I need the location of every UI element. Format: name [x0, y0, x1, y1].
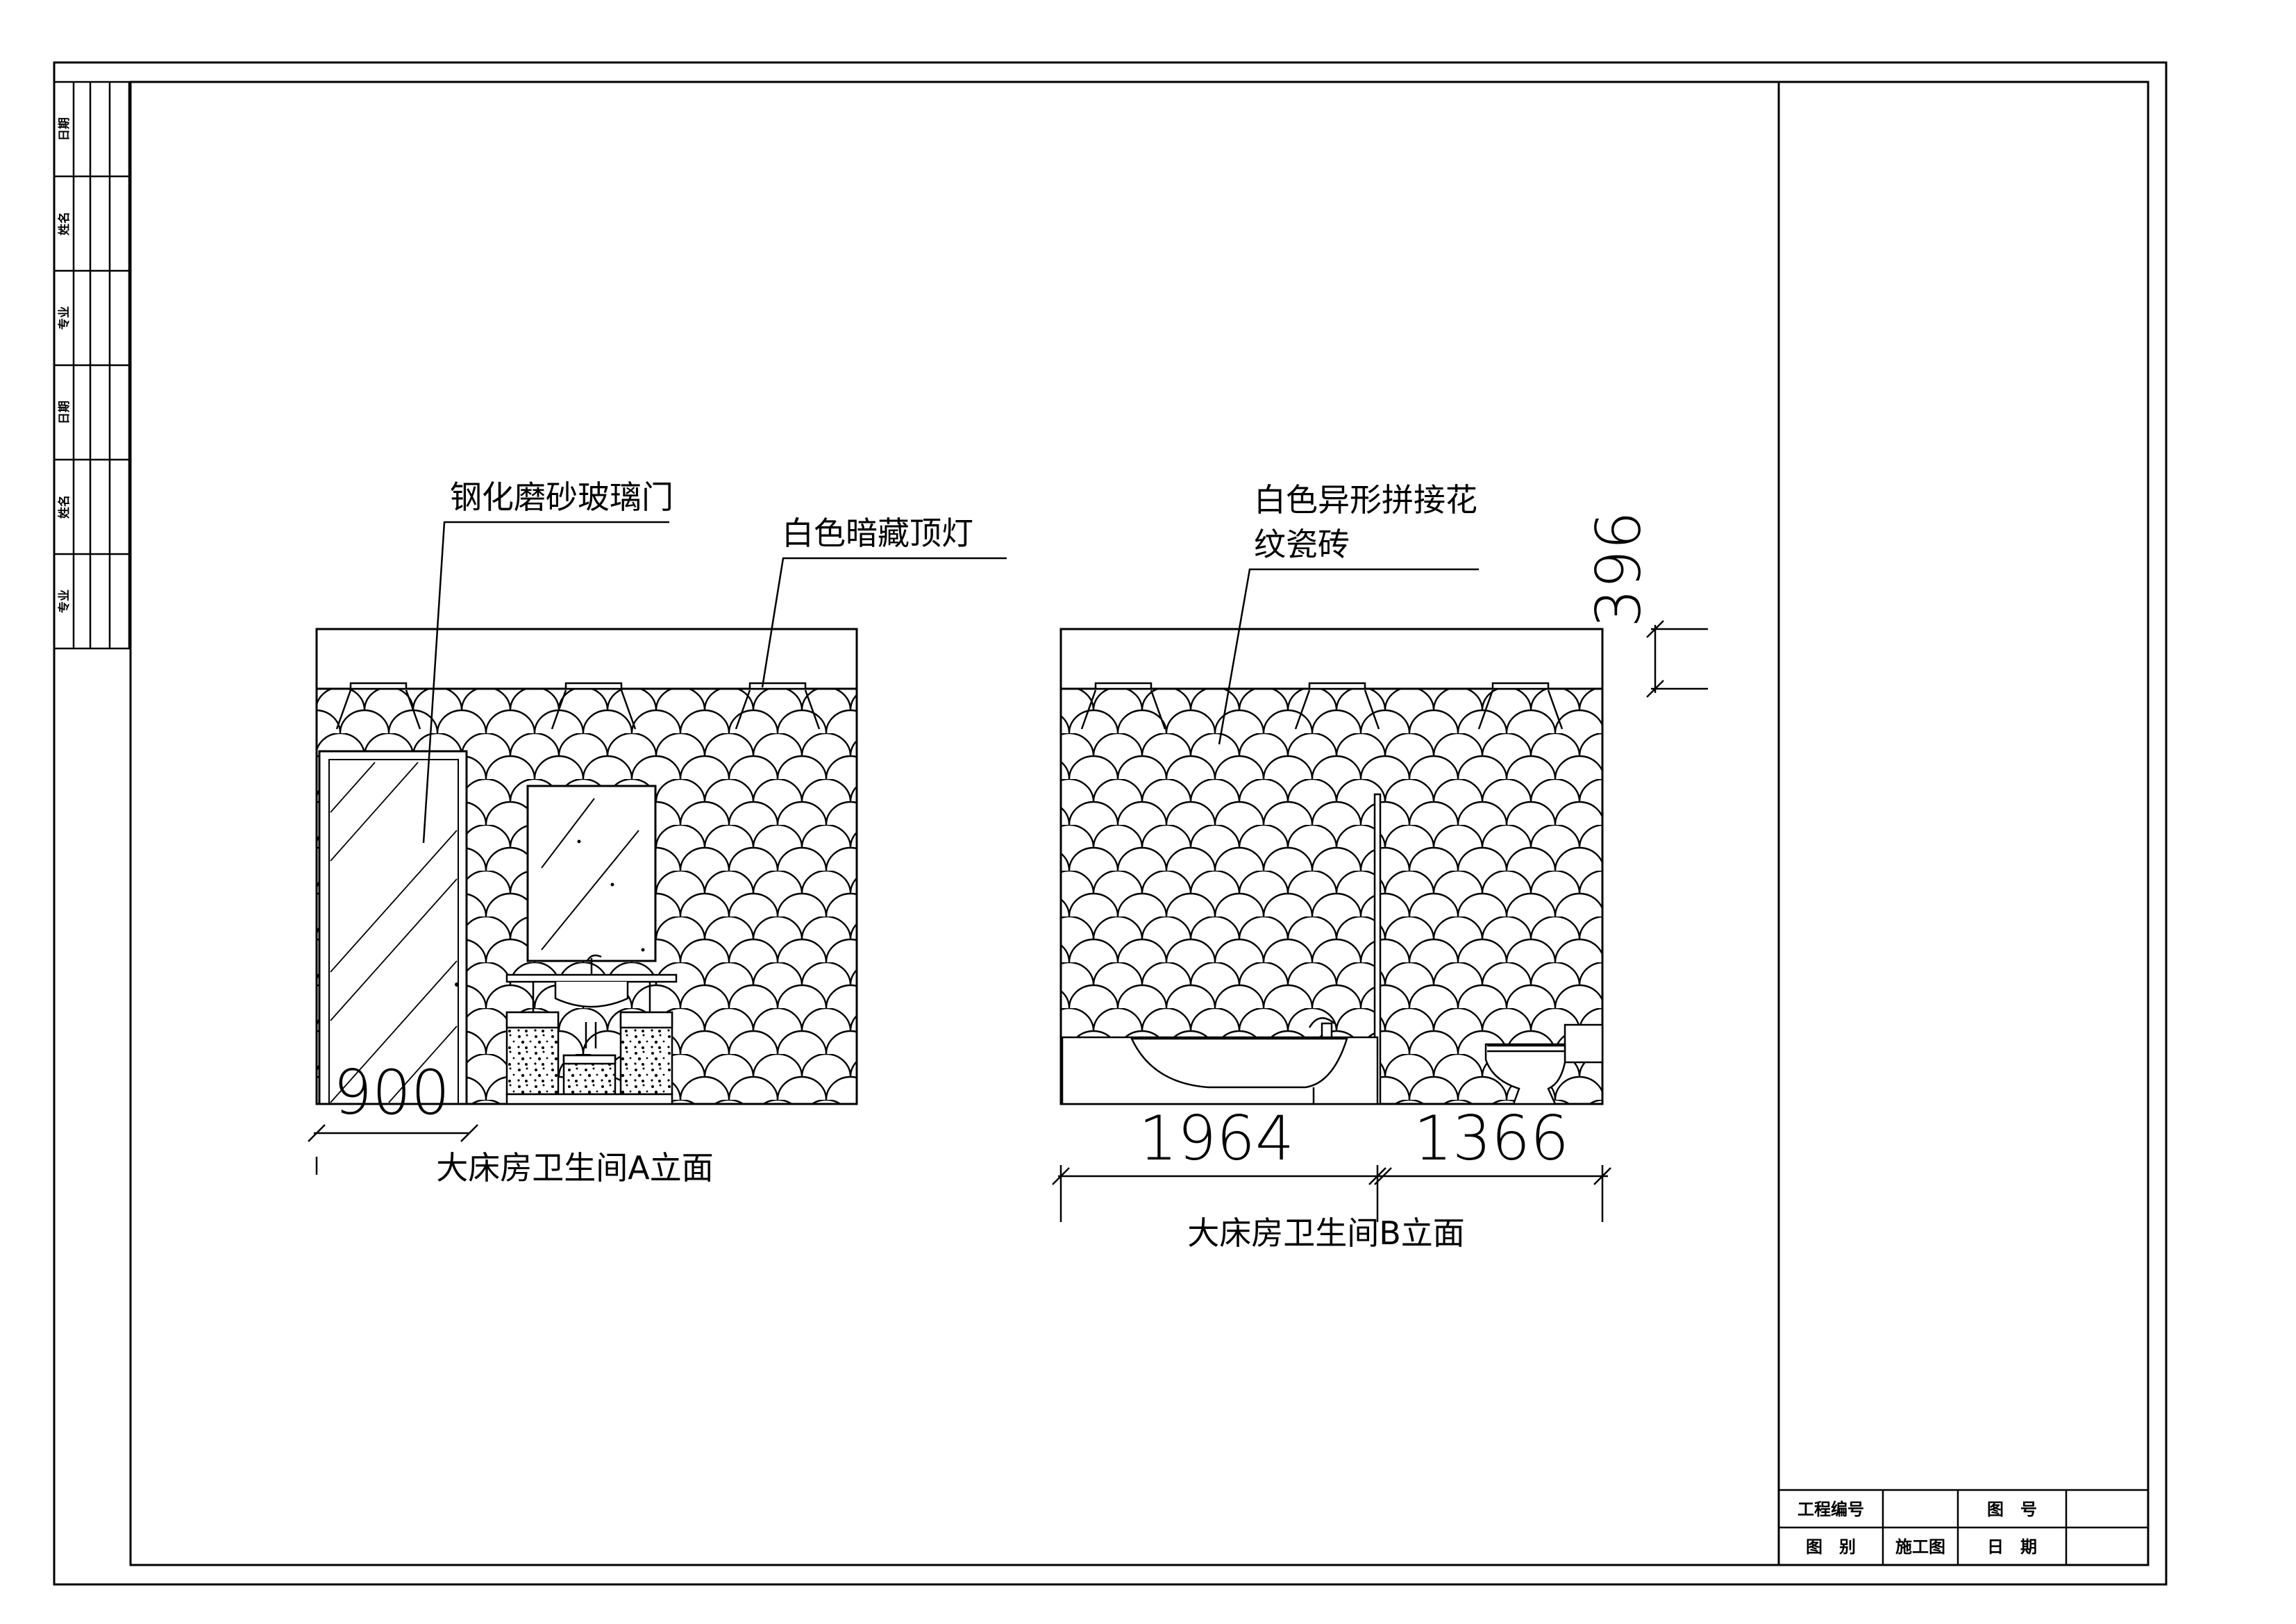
frosted-glass-door: [318, 750, 468, 1105]
side-label: 专业: [57, 589, 72, 613]
ceiling-light-a1: [335, 682, 421, 730]
leader-line-tile: [1218, 568, 1479, 745]
ceiling-light-a3: [735, 682, 821, 730]
title-block-date-label: 日 期: [1987, 1537, 2037, 1557]
side-label: 日期: [58, 117, 72, 141]
vanity-cabinet: [505, 954, 678, 1105]
dimension-900-text: 900: [333, 1057, 450, 1128]
side-label: 专业: [57, 306, 72, 330]
title-block-category-label: 图 别: [1806, 1537, 1856, 1557]
title-block-project-no-label: 工程编号: [1798, 1500, 1864, 1519]
label-tile-line2: 纹瓷砖: [1254, 526, 1350, 563]
dimension-396: [1646, 620, 1708, 698]
caption-elevation-a: 大床房卫生间A立面: [436, 1149, 713, 1187]
elevation-a: 钢化磨砂玻璃门 白色暗藏顶灯 900 大床房卫生间A立面: [308, 478, 1007, 1187]
label-tile-line1: 白色异形拼接花: [1254, 481, 1477, 519]
mirror: [526, 785, 657, 962]
dimension-396-text: 396: [1583, 511, 1654, 628]
side-strip-labels: 日期 姓名 专业 日期 姓名 专业: [57, 117, 72, 613]
ceiling-light-a2: [551, 682, 637, 730]
dimension-1964-text: 1964: [1139, 1103, 1294, 1174]
ceiling-soffit-b: [1059, 628, 1604, 690]
dimension-900: [308, 1124, 478, 1175]
elevation-b: 白色异形拼接花 纹瓷砖 396 1964 1366 大床房卫生间B立面: [1052, 481, 1708, 1252]
side-label: 姓名: [57, 212, 72, 235]
side-label: 姓名: [57, 495, 72, 519]
leader-lines-a: [422, 521, 1007, 844]
side-strip: [53, 81, 131, 650]
sheet-frame: [53, 61, 2168, 1586]
dimension-chain-b: [1052, 1165, 1611, 1222]
dimension-1366-text: 1366: [1414, 1103, 1569, 1174]
label-ceiling-light: 白色暗藏顶灯: [782, 514, 973, 552]
toilet: [1484, 1023, 1604, 1105]
ceiling-light-b1: [1080, 682, 1166, 730]
label-glass-door: 钢化磨砂玻璃门: [450, 478, 673, 516]
bathtub: [1061, 1017, 1379, 1105]
title-block-drawing-no-label: 图 号: [1987, 1500, 2037, 1519]
caption-elevation-b: 大床房卫生间B立面: [1187, 1214, 1465, 1252]
side-label: 日期: [58, 401, 72, 424]
ceiling-soffit-a: [315, 628, 858, 690]
title-block-category-value: 施工图: [1895, 1537, 1945, 1557]
ceiling-light-b2: [1294, 682, 1380, 730]
ceiling-light-b3: [1477, 682, 1564, 730]
title-block: [1777, 1489, 2150, 1566]
